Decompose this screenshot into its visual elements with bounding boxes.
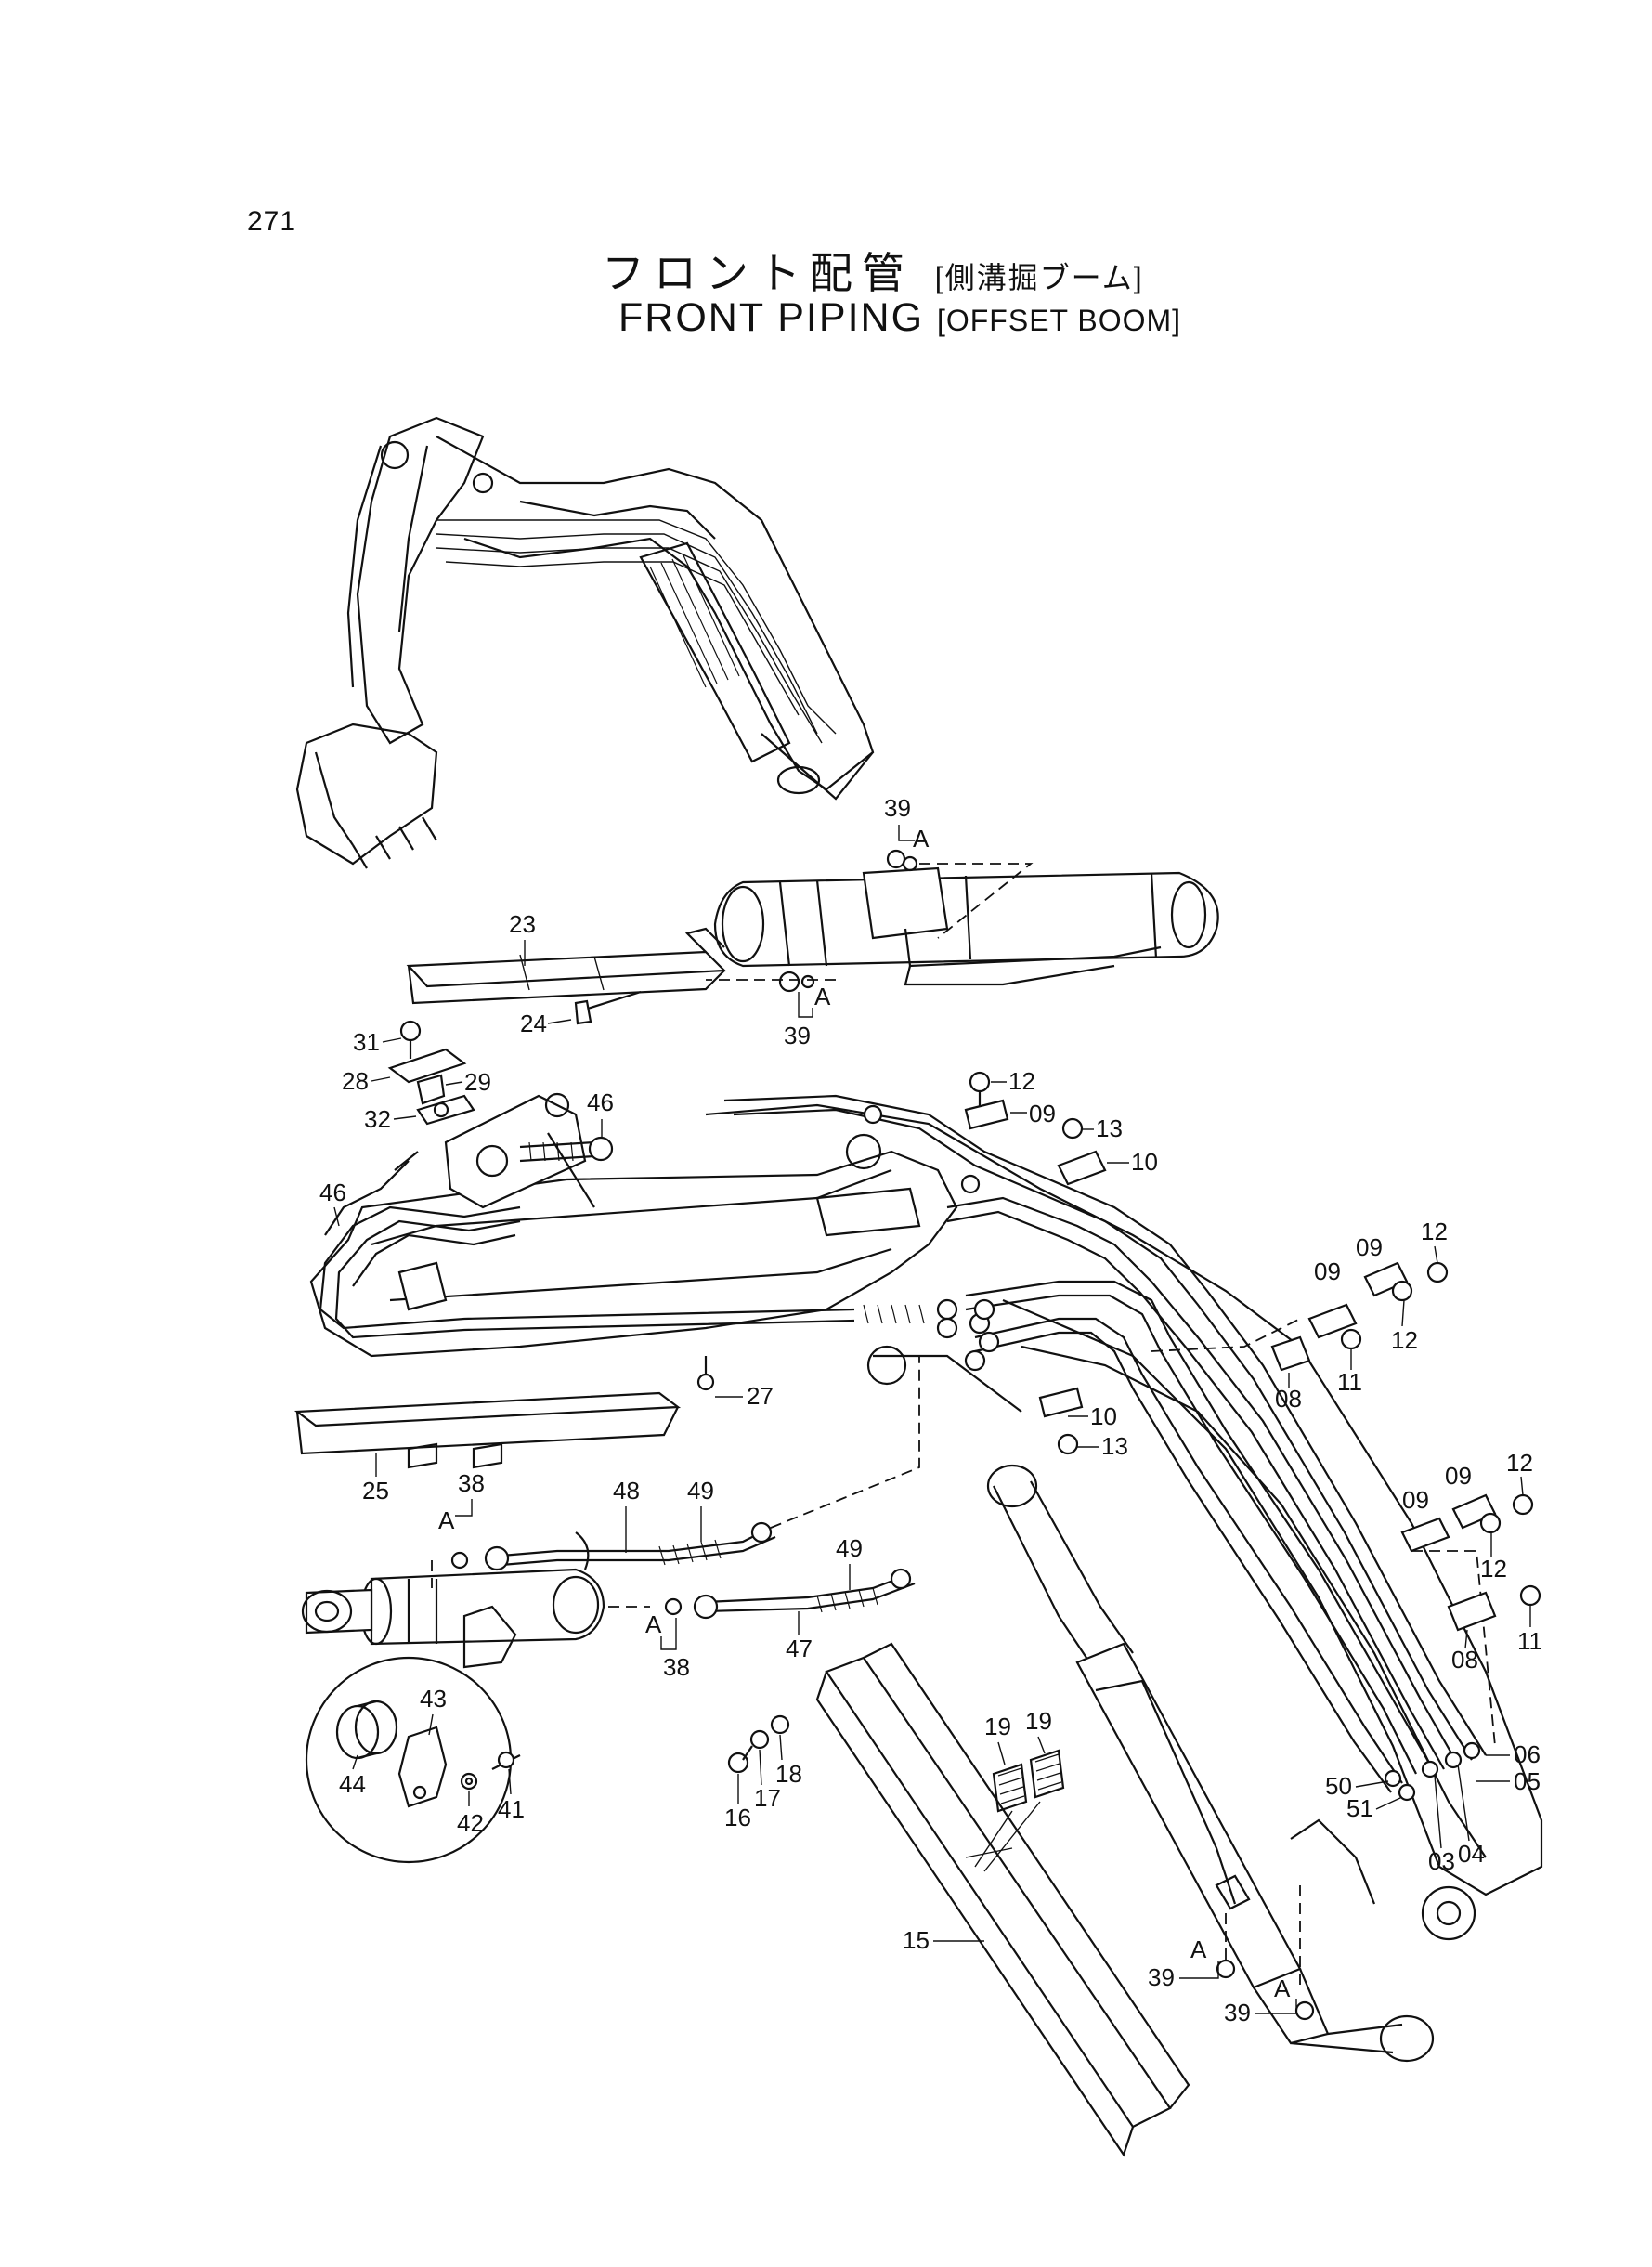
cover-plate-23 [406,927,727,1025]
main-boom-body [309,1092,1543,1941]
callout-04: 04 [1458,1840,1485,1868]
callout-18: 18 [775,1760,802,1788]
arm-cylinder-left [301,1356,920,1646]
callout-12-lower-a: 12 [1506,1449,1533,1477]
callout-39-top: 39 [884,794,911,822]
callout-31: 31 [353,1028,380,1056]
callout-a-lower-2: A [1274,1974,1291,2002]
callout-13-top: 13 [1096,1114,1123,1142]
callout-32: 32 [364,1105,391,1133]
callout-11-right: 11 [1337,1368,1362,1396]
boom-cylinder-upper [706,849,1219,993]
callout-09-top: 09 [1029,1100,1056,1127]
callout-09-right-a: 09 [1356,1233,1383,1261]
callout-38-top: 38 [458,1469,485,1497]
callout-a-lower-1: A [1190,1935,1207,1963]
cover-plate-25 [293,1356,715,1469]
title-japanese-main: フロント配管 [602,249,914,297]
callout-19-right: 19 [1025,1707,1052,1735]
callout-48: 48 [613,1477,640,1505]
callout-a-top: A [913,825,930,853]
title-english: FRONT PIPING [OFFSET BOOM] [618,295,1181,341]
title-japanese-sub: [側溝掘ブーム] [934,261,1144,294]
detail-circle [305,1605,521,1864]
callout-05: 05 [1514,1767,1541,1795]
callout-27: 27 [747,1382,774,1410]
callout-46-left: 46 [319,1179,346,1206]
title-english-main: FRONT PIPING [618,295,925,340]
boom-piping-lines [723,1094,1496,1802]
callout-a-mid: A [814,983,831,1010]
callout-09-right-b: 09 [1314,1257,1341,1285]
callout-25: 25 [362,1477,389,1505]
callout-16: 16 [724,1804,751,1831]
callout-44: 44 [339,1770,366,1798]
callout-15: 15 [903,1926,930,1954]
callout-12-top: 12 [1008,1067,1035,1095]
callout-10-mid: 10 [1090,1402,1117,1430]
callout-49-lower: 49 [836,1534,863,1562]
callout-47: 47 [786,1635,813,1662]
callout-17: 17 [754,1784,781,1812]
callout-10-top: 10 [1131,1148,1158,1176]
callout-29: 29 [464,1068,491,1096]
callout-19-left: 19 [984,1713,1011,1740]
callout-13-mid: 13 [1101,1432,1128,1460]
callout-a-38-top: A [438,1506,455,1534]
callout-43: 43 [420,1685,447,1713]
callout-08-right: 08 [1275,1385,1302,1413]
callout-46-right: 46 [587,1088,614,1116]
callout-09-lower-a: 09 [1445,1462,1472,1490]
callout-06: 06 [1514,1740,1541,1768]
callout-51: 51 [1346,1794,1373,1822]
callout-23: 23 [509,910,536,938]
callout-12-right-b: 12 [1391,1326,1418,1354]
pipe-clamps [964,1071,1541,1632]
page-number: 271 [247,206,297,237]
clamp-set-left [387,1020,475,1126]
callouts: 39 A 23 24 A 39 31 28 29 32 46 46 12 0 [319,794,1542,2026]
cover-plate-15 [727,1642,1190,2157]
title-japanese: フロント配管 [側溝掘ブーム] [602,240,1144,301]
callout-12-lower-b: 12 [1480,1555,1507,1583]
callout-39-mid: 39 [784,1022,811,1049]
callout-50: 50 [1325,1772,1352,1800]
callout-49-top: 49 [687,1477,714,1505]
callout-41: 41 [498,1795,525,1823]
callout-11-lower: 11 [1517,1627,1542,1655]
callout-28: 28 [342,1067,369,1095]
callout-39-lower-1: 39 [1148,1963,1175,1991]
callout-12-right-a: 12 [1421,1218,1448,1245]
callout-03: 03 [1428,1847,1455,1875]
callout-39-lower-2: 39 [1224,1999,1251,2026]
lower-cylinders [986,1464,1435,2063]
callout-a-38-lower: A [645,1610,662,1638]
callout-42: 42 [457,1809,484,1837]
excavator-front-overview [295,416,875,869]
title-english-sub: [OFFSET BOOM] [936,304,1182,337]
callout-24: 24 [520,1010,547,1037]
callout-09-lower-b: 09 [1402,1486,1429,1514]
callout-38-lower: 38 [663,1653,690,1681]
callout-08-lower: 08 [1451,1646,1478,1674]
